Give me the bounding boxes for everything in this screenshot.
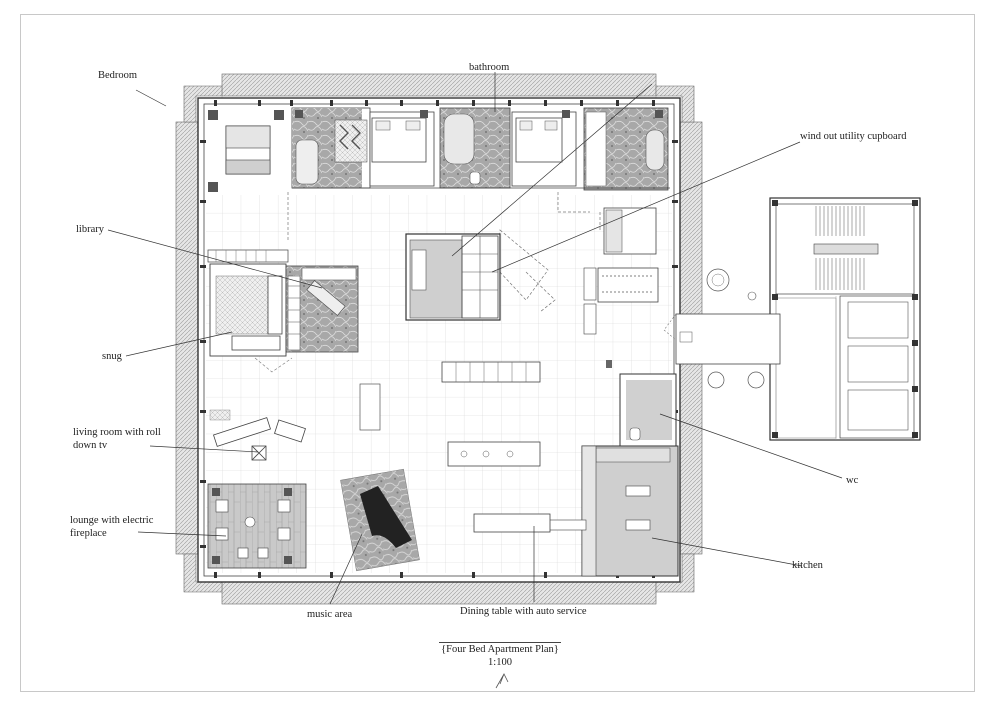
music-area (340, 468, 420, 572)
label-dining-table: Dining table with auto service (460, 606, 587, 617)
label-wc: wc (846, 475, 859, 486)
sofa-icon (231, 335, 281, 351)
piano-icon (360, 486, 412, 548)
plan-scale: 1:100 (488, 657, 512, 668)
central-furniture (359, 361, 551, 533)
kitchen-area (545, 445, 679, 577)
living-area (209, 409, 306, 461)
wc-room (606, 360, 677, 447)
label-music-area: music area (307, 609, 353, 620)
title-block: {Four Bed Apartment Plan} 1:100 (430, 642, 570, 669)
right-bedroom (583, 207, 659, 335)
bedroom-suites (208, 107, 670, 192)
label-library: library (76, 224, 104, 235)
plan-title: {Four Bed Apartment Plan} (439, 642, 561, 655)
north-arrow-icon (495, 673, 509, 689)
library-snug (207, 249, 359, 373)
toilet-icon (469, 171, 481, 185)
label-bedroom: Bedroom (98, 70, 138, 81)
stair-core (769, 197, 921, 441)
entry-bridge (663, 268, 781, 389)
central-core (405, 233, 501, 321)
staircase-icon (815, 206, 865, 290)
label-snug: snug (102, 351, 122, 362)
label-lounge: lounge with electric fireplace (70, 515, 154, 539)
label-kitchen: kitchen (792, 560, 823, 571)
utility-dashed (287, 192, 601, 313)
label-utility: wind out utility cupboard (800, 131, 907, 142)
dining-table-icon (473, 513, 551, 533)
leader-lines (107, 72, 843, 605)
sheet-border (20, 14, 975, 692)
label-living-room: living room with roll down tv (73, 427, 161, 451)
lounge-area (207, 483, 307, 569)
label-bathroom: bathroom (469, 62, 510, 73)
